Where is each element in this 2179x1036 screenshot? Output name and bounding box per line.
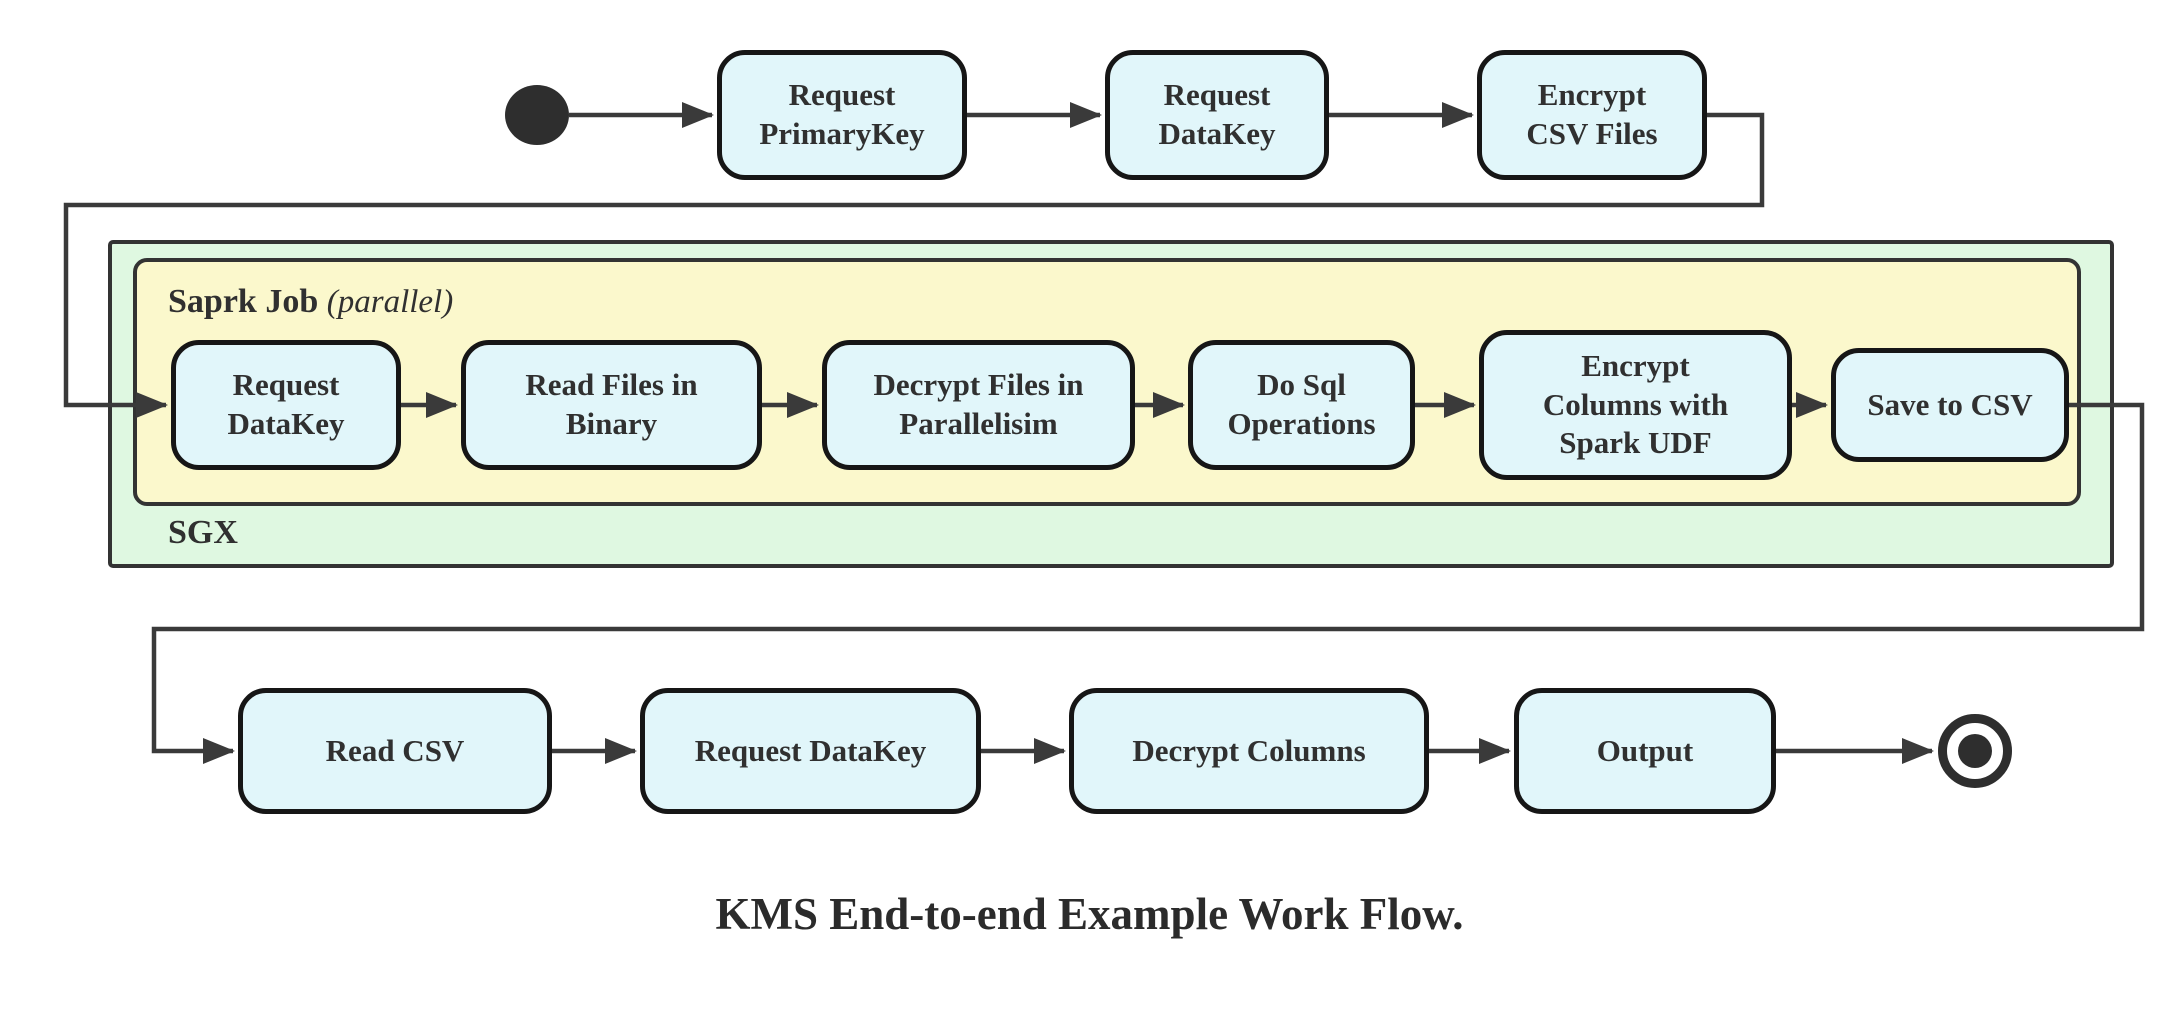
diagram-caption: KMS End-to-end Example Work Flow. xyxy=(715,889,1464,939)
sgx-label: SGX xyxy=(168,514,238,551)
activity-label: Read CSV xyxy=(325,732,465,768)
activity-label: Encrypt CSV Files xyxy=(1526,77,1658,151)
activity-output: Output xyxy=(1514,688,1776,814)
activity-label: Request PrimaryKey xyxy=(759,77,925,151)
activity-label: Request DataKey xyxy=(694,732,927,768)
activity-save-to-csv: Save to CSV xyxy=(1831,348,2069,462)
activity-label: Request DataKey xyxy=(227,367,345,441)
activity-decrypt-columns: Decrypt Columns xyxy=(1069,688,1429,814)
activity-request-primarykey: Request PrimaryKey xyxy=(717,50,967,180)
activity-label: Output xyxy=(1596,732,1694,768)
activity-label: Do Sql Operations xyxy=(1227,367,1376,441)
initial-state-node xyxy=(505,85,569,145)
activity-label: Encrypt Columns with Spark UDF xyxy=(1542,347,1729,461)
spark-job-label: Saprk Job (parallel) xyxy=(168,283,453,321)
final-state-inner-dot xyxy=(1958,734,1992,768)
activity-encrypt-columns-with-spark-udf: Encrypt Columns with Spark UDF xyxy=(1479,330,1792,480)
activity-do-sql-operations: Do Sql Operations xyxy=(1188,340,1415,470)
activity-read-csv: Read CSV xyxy=(238,688,552,814)
activity-read-files-in-binary: Read Files in Binary xyxy=(461,340,762,470)
spark-job-title: Saprk Job xyxy=(168,283,319,320)
activity-label: Read Files in Binary xyxy=(525,367,698,441)
activity-encrypt-csv-files: Encrypt CSV Files xyxy=(1477,50,1707,180)
activity-request-datakey-top: Request DataKey xyxy=(1105,50,1329,180)
activity-decrypt-files-in-parallelisim: Decrypt Files in Parallelisim xyxy=(822,340,1135,470)
activity-label: Decrypt Files in Parallelisim xyxy=(873,367,1084,441)
connector-encrypt-csv-files-to-sgx xyxy=(63,112,1765,418)
activity-label: Request DataKey xyxy=(1158,77,1276,151)
activity-label: Save to CSV xyxy=(1867,386,2033,422)
connector-save-to-csv-to-read-csv xyxy=(151,402,2145,764)
activity-label: Decrypt Columns xyxy=(1132,732,1366,768)
final-state-node xyxy=(1938,714,2012,788)
activity-request-datakey-bottom: Request DataKey xyxy=(640,688,981,814)
spark-job-qualifier: (parallel) xyxy=(326,284,454,320)
activity-sgx-request-datakey: Request DataKey xyxy=(171,340,401,470)
